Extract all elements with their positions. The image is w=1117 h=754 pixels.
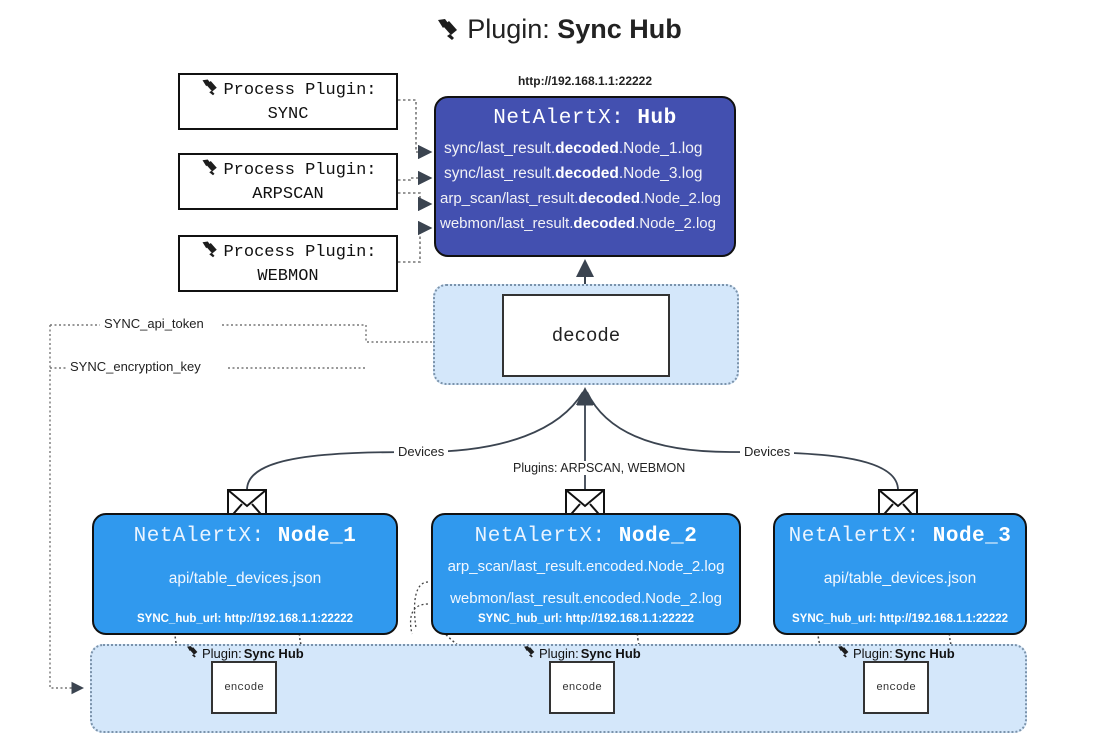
encode-box-node-3[interactable]: encode bbox=[863, 661, 929, 714]
page-title-prefix: Plugin: bbox=[467, 14, 550, 44]
plugin-tag-node-1: Plugin: Sync Hub bbox=[185, 645, 304, 661]
hub-title-prefix: NetAlertX: bbox=[493, 107, 625, 130]
page-title: Plugin: Sync Hub bbox=[0, 14, 1117, 48]
hub-log-line: sync/last_result.decoded.Node_1.log bbox=[444, 140, 703, 157]
process-plugin-label: Process Plugin: bbox=[223, 161, 377, 181]
plug-icon bbox=[522, 645, 537, 661]
edge-label-devices-left: Devices bbox=[394, 444, 449, 459]
process-plugin-sync[interactable]: Process Plugin: SYNC bbox=[178, 73, 398, 130]
config-label-encryption-key: SYNC_encryption_key bbox=[66, 359, 205, 374]
plug-icon bbox=[185, 645, 200, 661]
hub-log-line: sync/last_result.decoded.Node_3.log bbox=[444, 165, 703, 182]
process-plugin-name: SYNC bbox=[267, 104, 309, 124]
hub-title-name: Hub bbox=[637, 107, 677, 130]
hub-log-line: arp_scan/last_result.decoded.Node_2.log bbox=[440, 190, 721, 207]
plug-icon bbox=[199, 78, 221, 103]
node-box-node-1[interactable]: NetAlertX: Node_1 api/table_devices.json… bbox=[92, 513, 398, 635]
process-plugin-name: ARPSCAN bbox=[252, 184, 324, 204]
plugin-tag-node-3: Plugin: Sync Hub bbox=[836, 645, 955, 661]
decode-box[interactable]: decode bbox=[502, 294, 670, 377]
node-footer: SYNC_hub_url: http://192.168.1.1:22222 bbox=[791, 613, 1009, 625]
page-title-name: Sync Hub bbox=[557, 14, 682, 44]
plug-icon bbox=[199, 158, 221, 183]
process-plugin-label: Process Plugin: bbox=[223, 81, 377, 101]
node-line: api/table_devices.json bbox=[168, 570, 322, 587]
plug-icon bbox=[199, 240, 221, 265]
node-title: NetAlertX: Node_2 bbox=[474, 525, 698, 548]
edge-label-plugins-mid: Plugins: ARPSCAN, WEBMON bbox=[509, 461, 690, 475]
process-plugin-arpscan[interactable]: Process Plugin: ARPSCAN bbox=[178, 153, 398, 210]
process-plugin-webmon[interactable]: Process Plugin: WEBMON bbox=[178, 235, 398, 292]
process-plugin-label: Process Plugin: bbox=[223, 243, 377, 263]
edge-label-devices-right: Devices bbox=[740, 444, 795, 459]
node-line: webmon/last_result.encoded.Node_2.log bbox=[450, 590, 722, 607]
node-box-node-2[interactable]: NetAlertX: Node_2 arp_scan/last_result.e… bbox=[431, 513, 741, 635]
plug-icon bbox=[435, 17, 461, 48]
config-label-api-token: SYNC_api_token bbox=[100, 316, 208, 331]
node-footer: SYNC_hub_url: http://192.168.1.1:22222 bbox=[136, 613, 354, 625]
node-title: NetAlertX: Node_1 bbox=[133, 525, 357, 548]
encode-box-node-2[interactable]: encode bbox=[549, 661, 615, 714]
node-line: arp_scan/last_result.encoded.Node_2.log bbox=[447, 558, 725, 575]
hub-url-label: http://192.168.1.1:22222 bbox=[517, 74, 653, 88]
node-box-node-3[interactable]: NetAlertX: Node_3 api/table_devices.json… bbox=[773, 513, 1027, 635]
encode-box-node-1[interactable]: encode bbox=[211, 661, 277, 714]
node-title: NetAlertX: Node_3 bbox=[788, 525, 1012, 548]
plug-icon bbox=[836, 645, 851, 661]
node-line: api/table_devices.json bbox=[823, 570, 977, 587]
node-footer: SYNC_hub_url: http://192.168.1.1:22222 bbox=[477, 613, 695, 625]
plugin-tag-node-2: Plugin: Sync Hub bbox=[522, 645, 641, 661]
hub-title: NetAlertX: Hub bbox=[436, 107, 734, 130]
hub-log-line: webmon/last_result.decoded.Node_2.log bbox=[440, 215, 716, 232]
process-plugin-name: WEBMON bbox=[257, 266, 319, 286]
hub-box[interactable]: NetAlertX: Hub sync/last_result.decoded.… bbox=[434, 96, 736, 257]
